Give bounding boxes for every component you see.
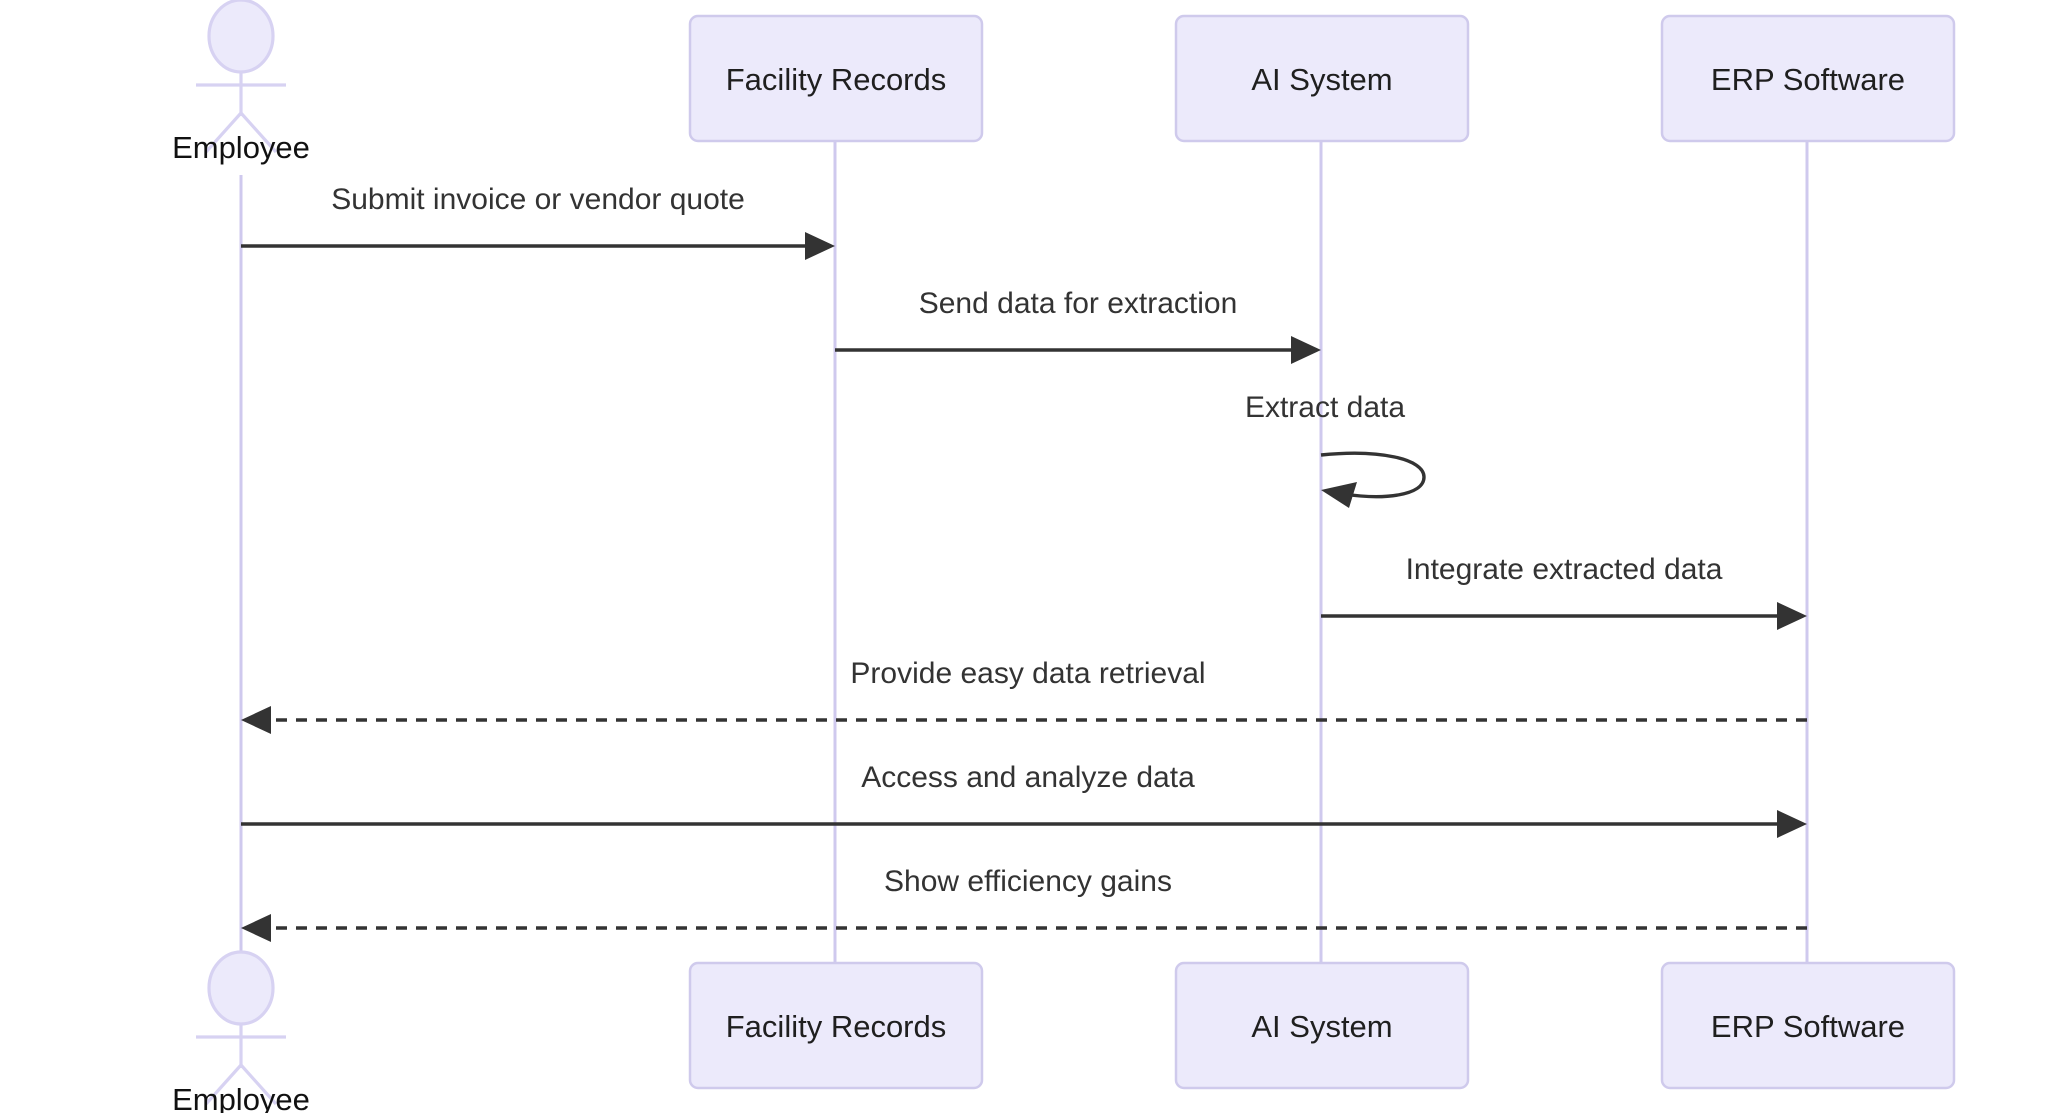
message-submit-invoice-or-vendor-quote[interactable]: Submit invoice or vendor quote — [241, 183, 835, 260]
message-self-loop-path — [1320, 451, 1426, 499]
actor-leg-left-icon — [204, 111, 243, 154]
participant-rect — [688, 961, 984, 1090]
participant-label: Facility Records — [726, 1009, 947, 1044]
participant-rect — [1660, 961, 1956, 1090]
message-send-data-for-extraction[interactable]: Send data for extraction — [835, 287, 1321, 364]
participant-label: ERP Software — [1711, 1009, 1905, 1044]
arrowhead-right-icon — [805, 232, 835, 260]
participant-label: AI System — [1251, 62, 1392, 97]
arrowhead-right-icon — [1777, 602, 1807, 630]
lifelines-layer — [239, 142, 1809, 965]
participant-box-erp-software-bottom[interactable]: ERP Software — [1660, 961, 1956, 1090]
actor-label: Employee — [172, 1082, 310, 1113]
participant-rect — [1174, 961, 1470, 1090]
participant-label: AI System — [1251, 1009, 1392, 1044]
actor-leg-right-icon — [239, 1063, 278, 1106]
actor-employee-top[interactable]: Employee — [172, 0, 310, 165]
participant-box-facility-records-top[interactable]: Facility Records — [688, 14, 984, 143]
message-label: Provide easy data retrieval — [850, 657, 1205, 690]
actor-employee-bottom[interactable]: Employee — [172, 950, 310, 1113]
actor-head-icon — [207, 950, 275, 1026]
message-show-efficiency-gains[interactable]: Show efficiency gains — [241, 865, 1807, 942]
participant-rect — [1174, 14, 1470, 143]
participant-rect — [688, 14, 984, 143]
actor-label: Employee — [172, 130, 310, 165]
participant-label: Facility Records — [726, 62, 947, 97]
participant-box-erp-software-top[interactable]: ERP Software — [1660, 14, 1956, 143]
message-label: Show efficiency gains — [884, 865, 1172, 898]
actor-leg-right-icon — [239, 111, 278, 154]
message-label: Extract data — [1245, 391, 1405, 424]
message-provide-easy-data-retrieval[interactable]: Provide easy data retrieval — [241, 657, 1807, 734]
arrowhead-left-icon — [241, 914, 271, 942]
participant-header-row: Facility Records AI System ERP Software — [688, 14, 1956, 143]
message-extract-data-self-loop[interactable]: Extract data — [1245, 391, 1426, 508]
arrowhead-right-icon — [1291, 336, 1321, 364]
message-label: Send data for extraction — [919, 287, 1238, 320]
message-label: Submit invoice or vendor quote — [331, 183, 745, 216]
participant-box-ai-system-top[interactable]: AI System — [1174, 14, 1470, 143]
message-integrate-extracted-data[interactable]: Integrate extracted data — [1321, 553, 1807, 630]
arrowhead-right-icon — [1777, 810, 1807, 838]
participant-label: ERP Software — [1711, 62, 1905, 97]
message-access-and-analyze-data[interactable]: Access and analyze data — [241, 761, 1807, 838]
participant-box-facility-records-bottom[interactable]: Facility Records — [688, 961, 984, 1090]
participant-box-ai-system-bottom[interactable]: AI System — [1174, 961, 1470, 1090]
message-label: Access and analyze data — [861, 761, 1195, 794]
actor-leg-left-icon — [204, 1063, 243, 1106]
actor-head-icon — [207, 0, 275, 74]
participant-rect — [1660, 14, 1956, 143]
participant-footer-row: Facility Records AI System ERP Software — [688, 961, 1956, 1090]
arrowhead-left-icon — [1321, 482, 1357, 508]
message-label: Integrate extracted data — [1406, 553, 1723, 586]
arrowhead-left-icon — [241, 706, 271, 734]
